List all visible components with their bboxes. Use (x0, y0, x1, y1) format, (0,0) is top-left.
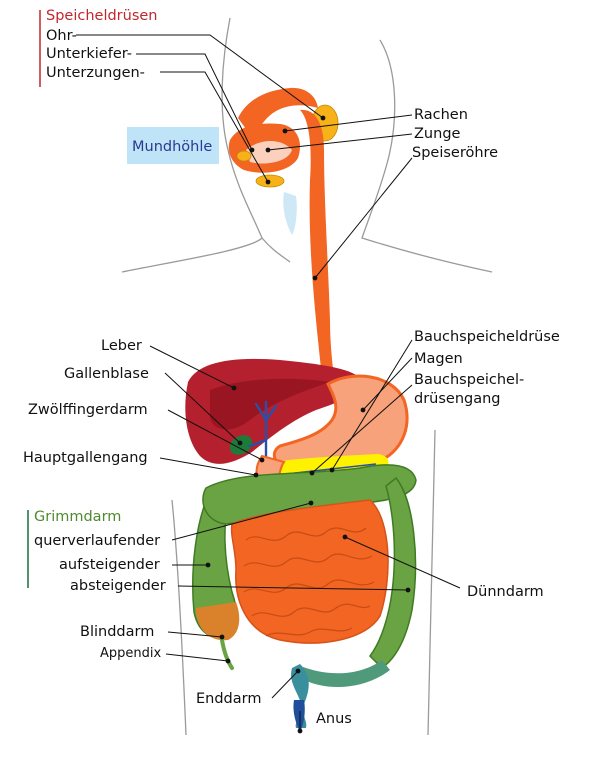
label-enddarm: Enddarm (196, 691, 261, 707)
label-querverlaufender: querverlaufender (34, 533, 160, 549)
rectum (291, 664, 309, 728)
colon-group-title: Grimmdarm (34, 509, 121, 525)
label-unterzungen: Unterzungen- (46, 65, 145, 81)
label-anus: Anus (316, 711, 352, 727)
mouth-label: Mundhöhle (132, 139, 212, 155)
label-appendix: Appendix (100, 646, 161, 661)
label-aufsteigender: aufsteigender (59, 557, 160, 573)
label-zwoelffingerdarm: Zwölffingerdarm (28, 402, 148, 418)
sigmoid-colon (295, 660, 390, 688)
anal-canal (293, 700, 305, 732)
label-duenndarm: Dünndarm (467, 584, 544, 600)
label-gallenblase: Gallenblase (64, 366, 149, 382)
label-ohr: Ohr- (46, 28, 77, 44)
trachea (283, 192, 297, 235)
leader-dots (205, 115, 411, 734)
tongue (246, 141, 292, 164)
cecum (196, 602, 240, 641)
label-leber: Leber (101, 338, 142, 354)
label-zunge: Zunge (414, 126, 461, 142)
liver-shade (210, 378, 330, 430)
label-blinddarm: Blinddarm (80, 624, 154, 640)
label-hauptgallengang: Hauptgallengang (23, 450, 148, 466)
mouth-label-box (127, 127, 219, 164)
label-magen: Magen (414, 351, 463, 367)
descending-colon (369, 476, 417, 669)
esophagus (300, 109, 338, 403)
salivary-group-title: Speicheldrüsen (46, 8, 158, 24)
label-speiseroehre: Speiseröhre (412, 145, 498, 161)
label-bauchspeichel-1: Bauchspeichel- (414, 372, 524, 388)
sublingual-gland (236, 150, 252, 162)
label-bauchspeichel-2: drüsengang (414, 391, 501, 407)
appendix (220, 638, 234, 670)
body-outline (121, 17, 493, 736)
label-unterkiefer: Unterkiefer- (46, 46, 132, 62)
large-intestine (192, 464, 417, 732)
label-rachen: Rachen (414, 107, 468, 123)
small-intestine (230, 499, 389, 644)
label-absteigender: absteigender (70, 578, 166, 594)
leader-lines (76, 34, 461, 731)
label-bauchspeicheldruese: Bauchspeicheldrüse (414, 329, 560, 345)
